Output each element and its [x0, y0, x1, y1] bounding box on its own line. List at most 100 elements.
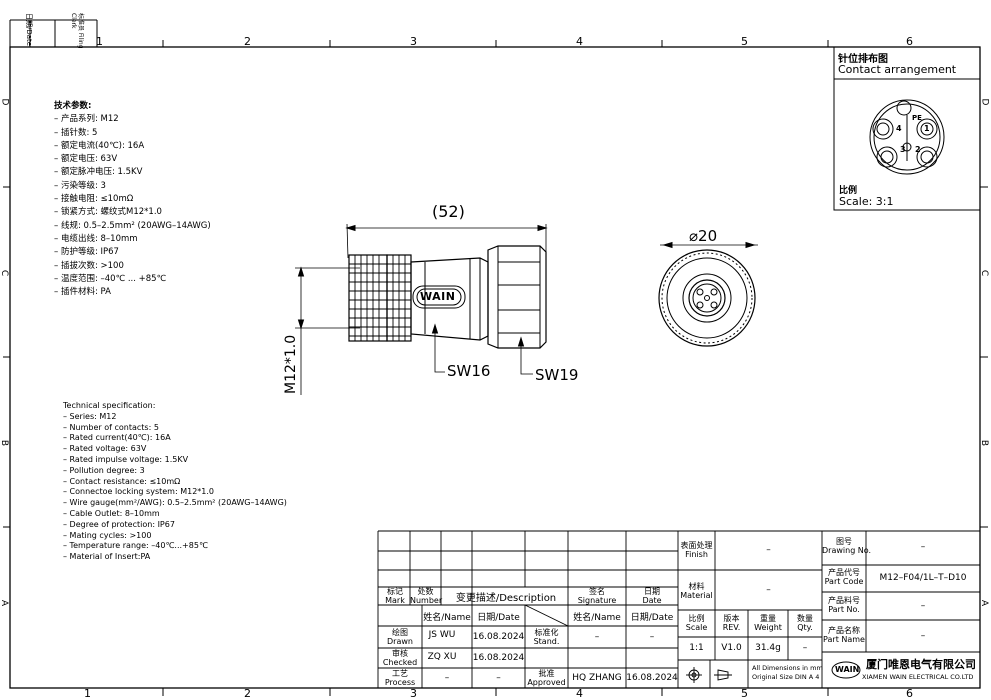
spec-cn-line: – 插件材料: PA	[54, 287, 111, 298]
tb-stand: 标准化 Stand.	[533, 628, 560, 646]
tb-approved: 批准 Approved	[527, 669, 566, 687]
zone-row-c-right: C	[979, 269, 990, 277]
tb-number: 处数 Number	[410, 587, 443, 605]
zone-top-5: 5	[741, 35, 748, 48]
tb-approved-name: HQ ZHANG	[572, 673, 622, 683]
spec-en-block: Technical specification: – Series: M12 –…	[63, 401, 287, 563]
dim-length: (52)	[432, 202, 465, 221]
margin-date-label: 日期/Date	[25, 13, 33, 47]
spec-cn-header: 技术参数:	[54, 101, 92, 111]
tb-drawn: 绘图 Drawn	[387, 628, 413, 646]
spec-cn-line: – 锁紧方式: 螺纹式M12*1.0	[54, 207, 162, 218]
tb-part-code-val: M12–F04/1L–T–D10	[879, 573, 967, 583]
tb-date-hdr: 日期/Date	[477, 613, 520, 623]
spec-cn-line: – 额定脉冲电压: 1.5KV	[54, 167, 143, 178]
dim-sw16: SW16	[447, 362, 491, 380]
tb-checked-date: 16.08.2024	[472, 653, 525, 663]
spec-en-line: – Rated voltage: 63V	[63, 444, 147, 454]
spec-cn-line: – 电缆出线: 8–10mm	[54, 233, 138, 244]
tb-stand-name: –	[594, 632, 600, 642]
zone-bottom-3: 3	[410, 687, 417, 700]
dim-thread: M12*1.0	[283, 334, 299, 394]
tb-process: 工艺 Process	[384, 669, 416, 687]
spec-cn-line: – 温度范围: –40℃ ... +85℃	[54, 273, 167, 284]
tb-part-name: 产品名称 Part Name	[823, 626, 865, 644]
tb-name-hdr-3: 姓名/Name	[573, 613, 621, 623]
spec-cn-line: – 线规: 0.5–2.5mm² (20AWG–14AWG)	[54, 220, 211, 231]
tb-checked-name: ZQ XU	[427, 652, 457, 662]
spec-cn-line: – 额定电压: 63V	[54, 154, 118, 165]
tb-date-hdr-3: 日期/Date	[630, 613, 674, 623]
spec-en-line: – Material of Insert:PA	[63, 552, 151, 562]
scale-cn: 比例	[839, 186, 858, 196]
contact-pin-pe: PE	[912, 114, 922, 122]
tb-dims-note: All Dimensions in mm Original Size DIN A…	[752, 664, 823, 681]
contact-pin-3: 3	[900, 145, 906, 154]
tb-part-name-val: –	[920, 631, 926, 641]
spec-cn-line: – 插拔次数: >100	[54, 260, 124, 271]
spec-cn-line: – 额定电流(40℃): 16A	[54, 140, 145, 151]
spec-en-line: – Cable Outlet: 8–10mm	[63, 508, 160, 518]
spec-en-line: – Pollution degree: 3	[63, 465, 145, 475]
spec-cn-line: – 接触电阻: ≤10mΩ	[54, 194, 134, 205]
spec-cn-block: 技术参数: – 产品系列: M12 – 插针数: 5 – 额定电流(40℃): …	[54, 100, 211, 299]
company-logo: WAIN	[835, 665, 860, 674]
spec-en-line: – Temperature range: –40℃...+85℃	[63, 541, 208, 551]
zone-top-2: 2	[244, 35, 251, 48]
tb-finish-val: –	[766, 545, 771, 555]
zone-row-d-left: D	[0, 98, 10, 106]
zone-bottom-5: 5	[741, 687, 748, 700]
spec-en-line: – Number of contacts: 5	[63, 422, 159, 432]
company-name-cn: 厦门唯恩电气有限公司	[866, 658, 976, 671]
tb-rev: 版本 REV.	[722, 614, 741, 632]
connector-brand: WAIN	[420, 290, 456, 303]
zone-bottom-6: 6	[906, 687, 913, 700]
tb-drawn-name: JS WU	[428, 630, 456, 640]
zone-row-a-left: A	[0, 599, 10, 607]
contact-pin-1: 1	[924, 124, 930, 133]
spec-cn-line: – 产品系列: M12	[54, 114, 119, 125]
zone-top-6: 6	[906, 35, 913, 48]
zone-row-b-left: B	[0, 439, 10, 447]
contact-title-en: Contact arrangement	[838, 63, 957, 76]
spec-en-line: – Rated current(40℃): 16A	[63, 433, 171, 443]
dim-diameter: ⌀20	[689, 227, 718, 245]
spec-en-line: – Mating cycles: >100	[63, 530, 152, 540]
spec-en-line: – Rated impulse voltage: 1.5KV	[63, 454, 189, 464]
company-name-en: XIAMEN WAIN ELECTRICAL CO.LTD	[862, 673, 974, 681]
tb-name-hdr: 姓名/Name	[423, 613, 471, 623]
tb-process-name: –	[444, 673, 450, 683]
spec-cn-line: – 污染等级: 3	[54, 180, 106, 191]
spec-en-line: – Series: M12	[63, 411, 117, 421]
tb-mark: 标记 Mark	[385, 587, 405, 605]
contact-pin-2: 2	[915, 145, 921, 154]
contact-title-cn: 针位排布图	[838, 54, 888, 65]
tb-material: 材料 Material	[680, 582, 713, 600]
tb-drawing-no: 图号 Drawing No.	[822, 537, 872, 555]
margin-filing-label: 标准员 Filing Clerk	[70, 13, 84, 49]
tb-process-date: –	[496, 673, 501, 683]
tb-change-desc: 变更描述/Description	[455, 593, 557, 604]
tb-scale: 比例 Scale	[685, 614, 708, 632]
zone-row-a-right: A	[979, 599, 990, 607]
dim-sw19: SW19	[535, 366, 579, 384]
spec-cn-line: – 插针数: 5	[54, 127, 98, 138]
zone-bottom-4: 4	[576, 687, 583, 700]
tb-date: 日期 Date	[642, 587, 662, 605]
zone-row-c-left: C	[0, 269, 10, 277]
tb-weight: 重量 Weight	[754, 614, 782, 632]
zone-bottom-2: 2	[244, 687, 251, 700]
tb-drawing-no-val: –	[920, 542, 926, 552]
zone-row-d-right: D	[979, 98, 990, 106]
zone-row-b-right: B	[979, 439, 990, 447]
tb-checked: 审核 Checked	[382, 649, 418, 667]
zone-bottom-1: 1	[84, 687, 91, 700]
scale-en: Scale: 3:1	[839, 195, 894, 208]
tb-qty-val: –	[802, 643, 808, 653]
spec-cn-line: – 防护等级: IP67	[54, 247, 119, 258]
zone-top-1: 1	[96, 35, 103, 48]
spec-en-line: – Degree of protection: IP67	[63, 519, 175, 529]
tb-part-no: 产品料号 Part No.	[828, 596, 860, 614]
tb-material-val: –	[766, 585, 771, 595]
